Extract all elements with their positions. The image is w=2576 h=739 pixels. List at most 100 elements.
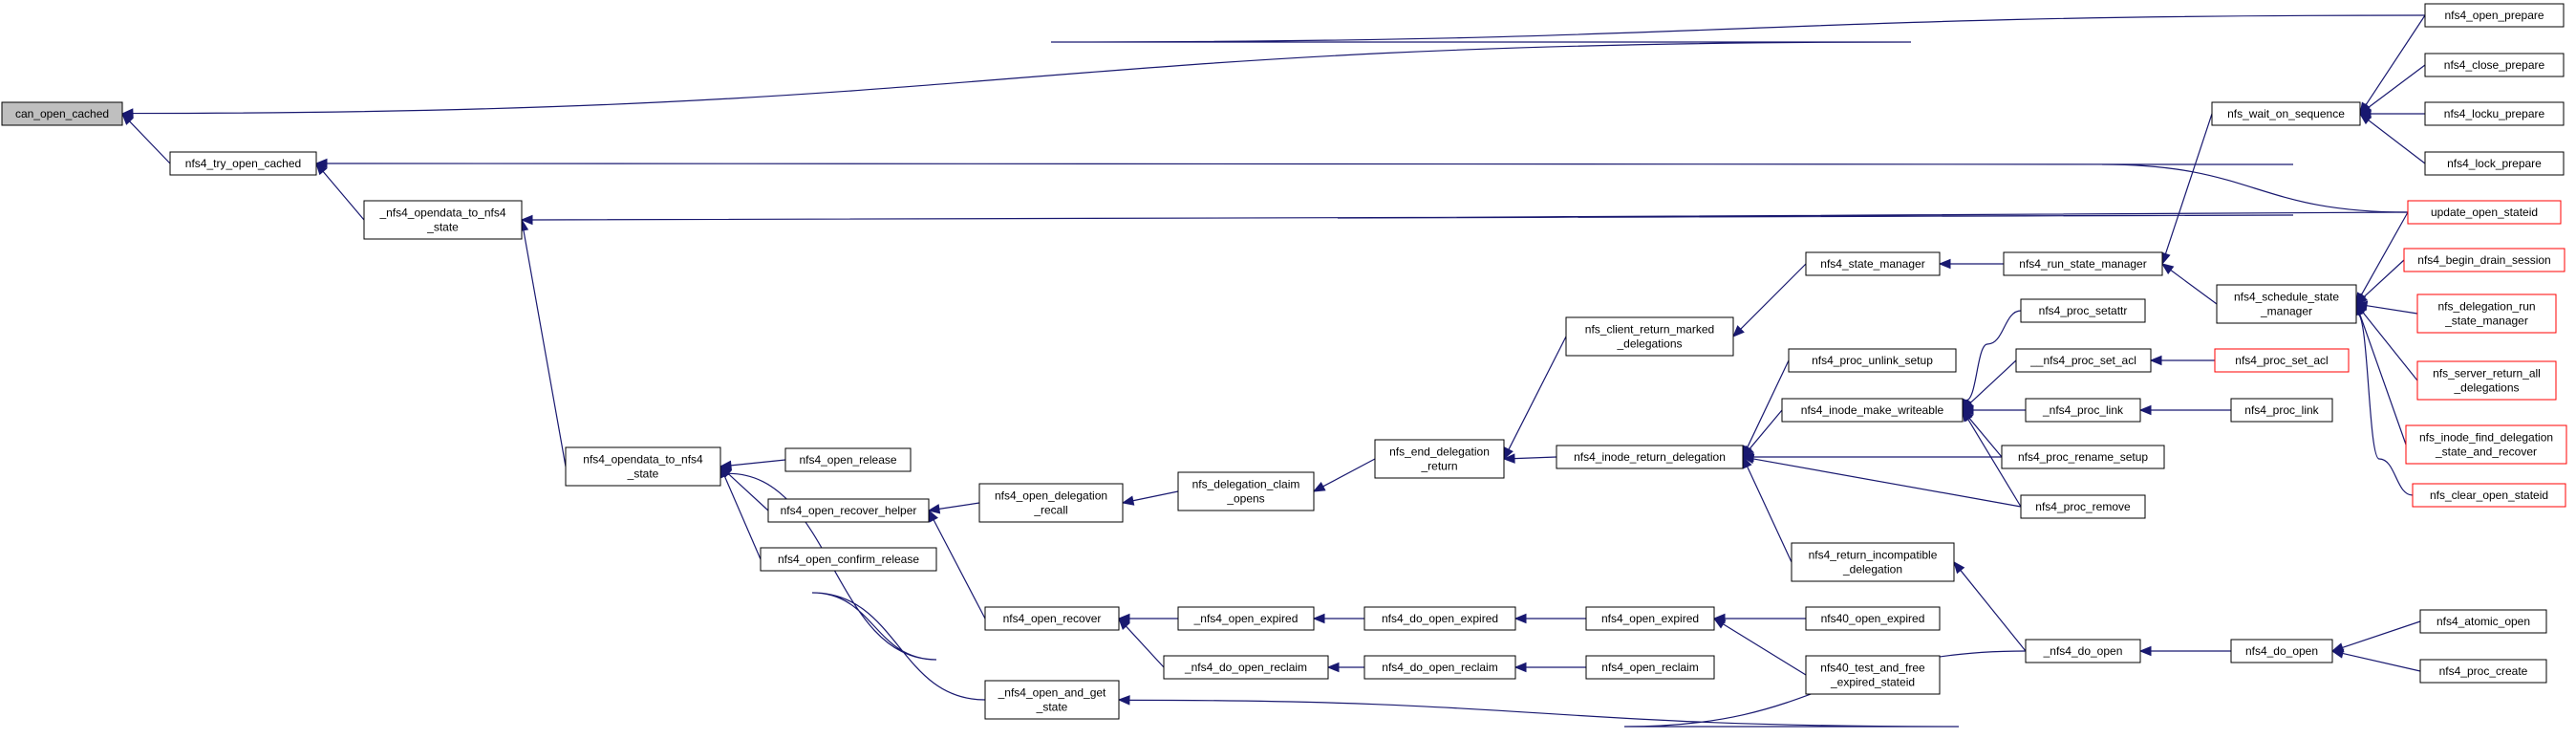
node-box	[2230, 398, 2333, 423]
node-nfs-inode-find-delegation-state-and-recover[interactable]: nfs_inode_find_delegation_state_and_reco…	[2405, 424, 2567, 465]
node-nfs4-lock-prepare[interactable]: nfs4_lock_prepare	[2424, 151, 2565, 176]
node-nfs4-inode-make-writeable[interactable]: nfs4_inode_make_writeable	[1781, 398, 1964, 423]
arrowhead	[520, 214, 533, 226]
node-nfs4-begin-drain-session[interactable]: nfs4_begin_drain_session	[2403, 248, 2565, 272]
node-label: _manager	[2260, 305, 2312, 318]
node-nfs4-proc-setattr[interactable]: nfs4_proc_setattr	[2020, 298, 2146, 323]
node-nfs4-proc-unlink-setup[interactable]: nfs4_proc_unlink_setup	[1788, 348, 1957, 373]
node-nfs4-open-and-get-state[interactable]: _nfs4_open_and_get_state	[984, 680, 1120, 720]
node-nfs4-do-open-reclaim[interactable]: nfs4_do_open_reclaim	[1363, 655, 1516, 680]
node-label: _state	[426, 221, 459, 234]
node-label: _delegations	[2453, 381, 2519, 395]
node-label: nfs4_close_prepare	[2444, 58, 2545, 72]
node-nfs4-open-recover[interactable]: nfs4_open_recover	[984, 606, 1120, 631]
node-nfs-end-delegation-return[interactable]: nfs_end_delegation_return	[1374, 439, 1505, 479]
node-nfs4-do-open[interactable]: nfs4_do_open	[2230, 639, 2333, 663]
edge-nfs4-proc-setattr-to-nfs4-inode-make-writeable	[1962, 310, 2022, 412]
node-box	[2424, 3, 2565, 28]
node-nfs4-schedule-state-manager[interactable]: nfs4_schedule_state_manager	[2216, 284, 2357, 324]
node-nfs4-proc-rename-setup[interactable]: nfs4_proc_rename_setup	[2001, 445, 2165, 469]
node-nfs-client-return-marked-delegations[interactable]: nfs_client_return_marked_delegations	[1565, 316, 1734, 357]
node-label: nfs4_state_manager	[1820, 257, 1924, 271]
arrowhead	[1513, 613, 1527, 624]
node-nfs40-open-expired[interactable]: nfs40_open_expired	[1805, 606, 1941, 631]
node-nfs4-opendata-to-nfs4-state[interactable]: nfs4_opendata_to_nfs4_state	[565, 446, 721, 487]
node-nfs4-proc-link[interactable]: _nfs4_proc_link	[2025, 398, 2141, 423]
node-nfs4-proc-link[interactable]: nfs4_proc_link	[2230, 398, 2333, 423]
node-label: can_open_cached	[15, 107, 109, 120]
node-can-open-cached[interactable]: can_open_cached	[1, 101, 123, 126]
node-box	[2416, 360, 2557, 401]
node-nfs4-open-delegation-recall[interactable]: nfs4_open_delegation_recall	[978, 483, 1124, 523]
node-nfs-clear-open-stateid[interactable]: nfs_clear_open_stateid	[2412, 483, 2566, 508]
edge-nfs4-open-expired-to-nfs4-open-recover	[1117, 613, 1178, 624]
edge-update-open-stateid-to-nfs4-try-open-cached	[314, 158, 2409, 213]
node-label: nfs4_proc_rename_setup	[2018, 450, 2148, 464]
node-nfs4-do-open-expired[interactable]: nfs4_do_open_expired	[1363, 606, 1516, 631]
node-label: nfs4_do_open_expired	[1382, 612, 1498, 625]
node-nfs4-atomic-open[interactable]: nfs4_atomic_open	[2419, 609, 2547, 634]
node-label: _state	[627, 467, 659, 481]
edge-nfs40-open-expired-to-nfs4-open-expired	[1712, 613, 1806, 624]
node-label: _opens	[1226, 492, 1264, 506]
node-update-open-stateid[interactable]: update_open_stateid	[2407, 200, 2562, 225]
node-nfs-wait-on-sequence[interactable]: nfs_wait_on_sequence	[2211, 101, 2361, 126]
node-nfs4-try-open-cached[interactable]: nfs4_try_open_cached	[169, 151, 317, 176]
edge-nfs4-proc-create-to-nfs4-do-open	[2330, 648, 2421, 672]
node-nfs-delegation-run-state-manager[interactable]: nfs_delegation_run_state_manager	[2416, 293, 2557, 334]
node-nfs4-open-confirm-release[interactable]: nfs4_open_confirm_release	[760, 547, 937, 572]
edge-nfs4-close-prepare-to-nfs-wait-on-sequence	[2358, 64, 2426, 115]
node-nfs4-do-open[interactable]: _nfs4_do_open	[2025, 639, 2141, 663]
node-nfs4-run-state-manager[interactable]: nfs4_run_state_manager	[2003, 251, 2163, 276]
node-box	[2211, 101, 2361, 126]
arrowhead	[1732, 325, 1745, 337]
node-label: _expired_stateid	[1830, 676, 1915, 689]
node-label: nfs4_open_prepare	[2444, 9, 2544, 22]
edge-nfs4-run-state-manager-to-nfs4-state-manager	[1938, 258, 2004, 270]
node-box	[1363, 606, 1516, 631]
node-box	[2020, 494, 2146, 519]
node-label: nfs4_inode_return_delegation	[1574, 450, 1726, 464]
node-nfs4-open-release[interactable]: nfs4_open_release	[784, 447, 912, 472]
node-nfs4-locku-prepare[interactable]: nfs4_locku_prepare	[2424, 101, 2565, 126]
node-box	[1177, 606, 1315, 631]
arrowhead	[2160, 263, 2175, 275]
node-label: nfs4_inode_make_writeable	[1801, 403, 1944, 417]
node-box	[984, 680, 1120, 720]
node-box	[363, 200, 523, 240]
edge-nfs4-atomic-open-to-nfs4-do-open	[2330, 620, 2421, 653]
edge-update-open-stateid-to-nfs4-schedule-state-manager	[2355, 211, 2409, 306]
edge-nfs-client-return-marked-delegations-to-nfs-end-delegation-return	[1503, 336, 1567, 461]
node-nfs4-open-expired[interactable]: _nfs4_open_expired	[1177, 606, 1315, 631]
node-label: nfs_delegation_run	[2437, 300, 2535, 314]
node-label: nfs_delegation_claim	[1192, 478, 1300, 491]
node-nfs4-open-reclaim[interactable]: nfs4_open_reclaim	[1585, 655, 1715, 680]
node-label: nfs_clear_open_stateid	[2430, 489, 2548, 502]
node-nfs4-open-prepare[interactable]: nfs4_open_prepare	[2424, 3, 2565, 28]
node-label: nfs4_atomic_open	[2436, 615, 2530, 628]
node-box	[1585, 606, 1715, 631]
node-nfs-server-return-all-delegations[interactable]: nfs_server_return_all_delegations	[2416, 360, 2557, 401]
node-label: nfs4_open_release	[799, 453, 896, 467]
node-box	[1374, 439, 1505, 479]
node-nfs-delegation-claim-opens[interactable]: nfs_delegation_claim_opens	[1177, 471, 1315, 511]
node-nfs4-open-expired[interactable]: nfs4_open_expired	[1585, 606, 1715, 631]
node-nfs4-opendata-to-nfs4-state[interactable]: _nfs4_opendata_to_nfs4_state	[363, 200, 523, 240]
arrowhead	[120, 108, 134, 119]
node-nfs4-do-open-reclaim[interactable]: _nfs4_do_open_reclaim	[1163, 655, 1329, 680]
node-box	[2416, 293, 2557, 334]
node-nfs4-open-recover-helper[interactable]: nfs4_open_recover_helper	[767, 498, 930, 523]
node-nfs4-proc-set-acl[interactable]: __nfs4_proc_set_acl	[2015, 348, 2152, 373]
arrowhead	[1712, 618, 1727, 629]
node-nfs4-proc-remove[interactable]: nfs4_proc_remove	[2020, 494, 2146, 519]
node-nfs4-state-manager[interactable]: nfs4_state_manager	[1805, 251, 1941, 276]
edge-nfs4-begin-drain-session-to-nfs4-schedule-state-manager	[2355, 259, 2405, 305]
node-label: _return	[1420, 460, 1457, 473]
node-nfs4-proc-set-acl[interactable]: nfs4_proc_set_acl	[2214, 348, 2350, 373]
node-nfs40-test-and-free-expired-stateid[interactable]: nfs40_test_and_free_expired_stateid	[1805, 655, 1941, 695]
node-nfs4-proc-create[interactable]: nfs4_proc_create	[2419, 659, 2547, 684]
node-nfs4-close-prepare[interactable]: nfs4_close_prepare	[2424, 53, 2565, 77]
node-nfs4-inode-return-delegation[interactable]: nfs4_inode_return_delegation	[1556, 445, 1744, 469]
edge-nfs4-open-confirm-release-to-nfs4-opendata-to-nfs4-state	[719, 465, 762, 560]
node-nfs4-return-incompatible-delegation[interactable]: nfs4_return_incompatible_delegation	[1791, 542, 1955, 582]
